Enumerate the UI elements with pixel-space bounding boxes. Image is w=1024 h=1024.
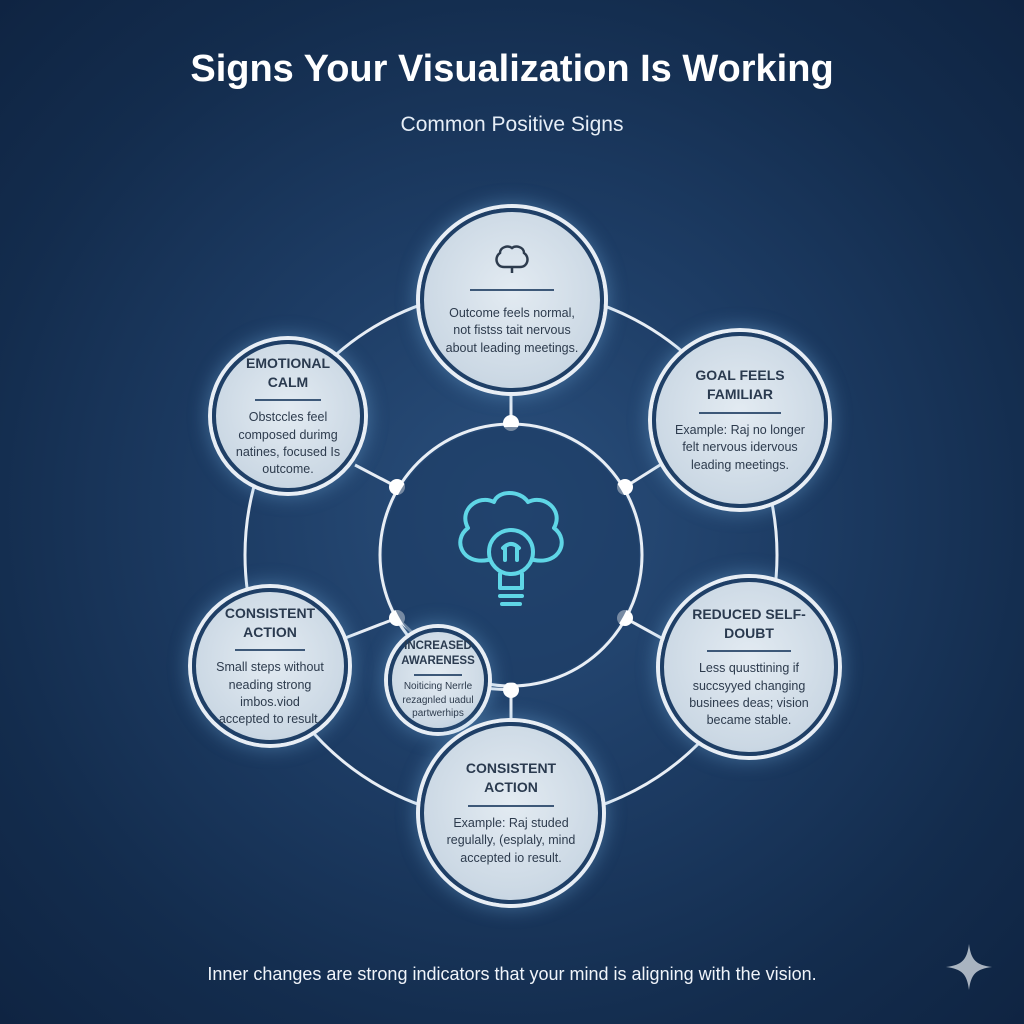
junction-dot	[503, 415, 519, 431]
node-reduced-self-doubt: REDUCED SELF-DOUBT Less quusttining if s…	[660, 578, 838, 756]
node-text: Example: Raj studed regulally, (esplaly,…	[446, 816, 576, 865]
node-top: Outcome feels normal, not fistss tait ne…	[420, 208, 604, 392]
junction-dot	[503, 682, 519, 698]
sparkle-icon	[946, 944, 992, 990]
divider	[468, 805, 554, 808]
node-text: Less quusttining if succsyyed changing b…	[689, 661, 809, 728]
page-subtitle: Common Positive Signs	[400, 113, 624, 136]
node-title: GOAL FEELS FAMILIAR	[695, 367, 785, 403]
node-title: CONSISTENT ACTION	[224, 604, 316, 640]
divider	[235, 649, 305, 652]
page-title: Signs Your Visualization Is Working	[190, 48, 834, 90]
divider	[414, 673, 462, 676]
node-emotional-calm: EMOTIONAL CALM Obstccles feel composed d…	[212, 340, 364, 492]
node-goal-familiar: GOAL FEELS FAMILIAR Example: Raj no long…	[652, 332, 828, 508]
node-title: INCREASED AWARENESS	[401, 639, 475, 668]
footer-caption: Inner changes are strong indicators that…	[207, 964, 817, 984]
node-consistent-action-bottom: CONSISTENT ACTION Example: Raj studed re…	[420, 722, 602, 904]
node-text: Outcome feels normal, not fistss tait ne…	[445, 306, 579, 355]
brain-lightbulb-icon	[458, 491, 564, 606]
node-title: REDUCED SELF-DOUBT	[692, 605, 806, 641]
node-consistent-action-left: CONSISTENT ACTION Small steps without ne…	[192, 588, 348, 744]
divider	[699, 412, 781, 415]
divider	[254, 399, 322, 402]
node-title: CONSISTENT ACTION	[465, 760, 557, 796]
node-text: Small steps without neading strong imbos…	[216, 660, 324, 727]
divider	[707, 650, 791, 653]
node-increased-awareness: INCREASED AWARENESS Noiticing Nerrle rez…	[388, 628, 488, 732]
node-text: Example: Raj no longer felt nervous ider…	[675, 423, 805, 472]
node-text: Obstccles feel composed durimg natines, …	[235, 410, 341, 477]
brain-icon	[495, 245, 529, 274]
divider	[470, 289, 554, 292]
node-title: EMOTIONAL CALM	[246, 354, 330, 390]
node-text: Noiticing Nerrle rezagnled uadul partwer…	[402, 680, 474, 720]
